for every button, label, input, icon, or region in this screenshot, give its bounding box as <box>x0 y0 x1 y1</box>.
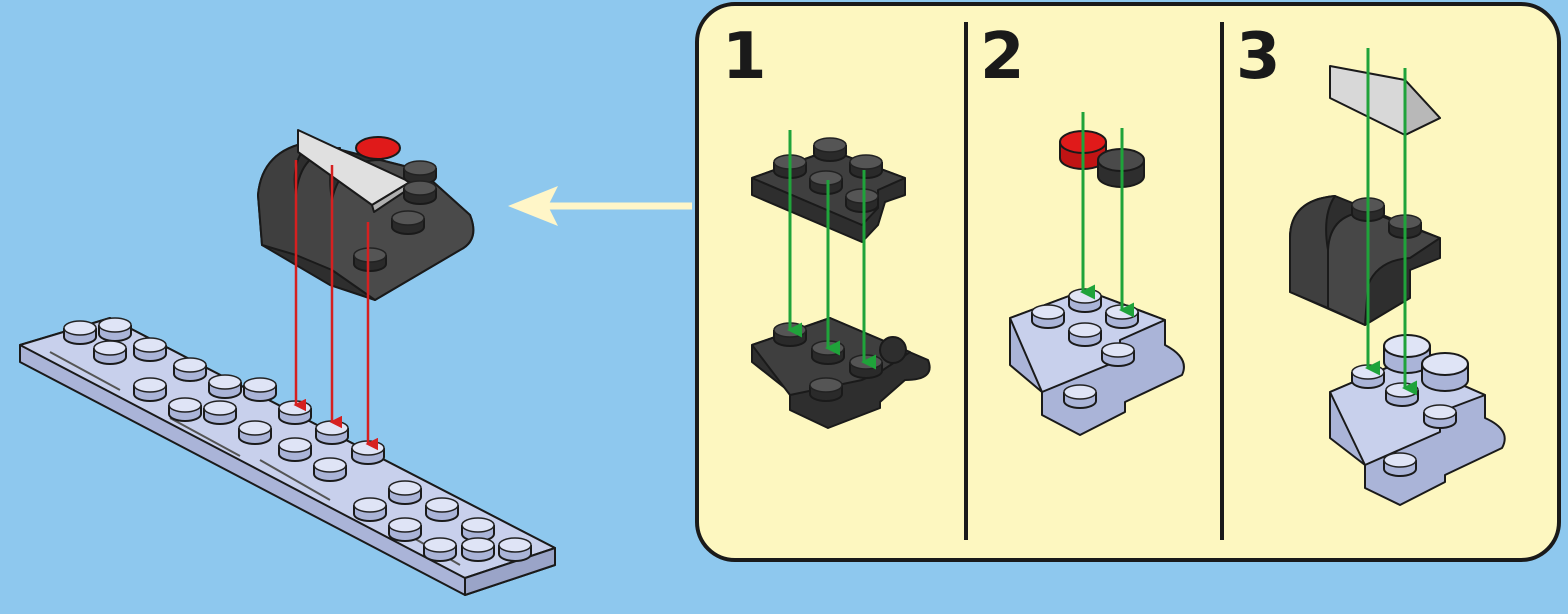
step-number-2: 2 <box>980 20 1025 94</box>
step-number-3: 3 <box>1236 20 1281 94</box>
engine-top-module <box>257 129 475 301</box>
base-plate <box>19 317 556 596</box>
step-3-illustration <box>1289 48 1506 506</box>
placement-arrow-icon <box>293 160 378 451</box>
curved-brick <box>1289 195 1441 326</box>
step-3-base <box>1329 334 1506 506</box>
step-number-1: 1 <box>722 20 767 94</box>
pointer-arrow-icon <box>508 186 692 226</box>
step-1-illustration <box>751 130 931 429</box>
instruction-panel: 1 2 3 <box>695 2 1561 562</box>
step-2-illustration <box>1009 112 1185 436</box>
assembled-model <box>19 129 556 596</box>
